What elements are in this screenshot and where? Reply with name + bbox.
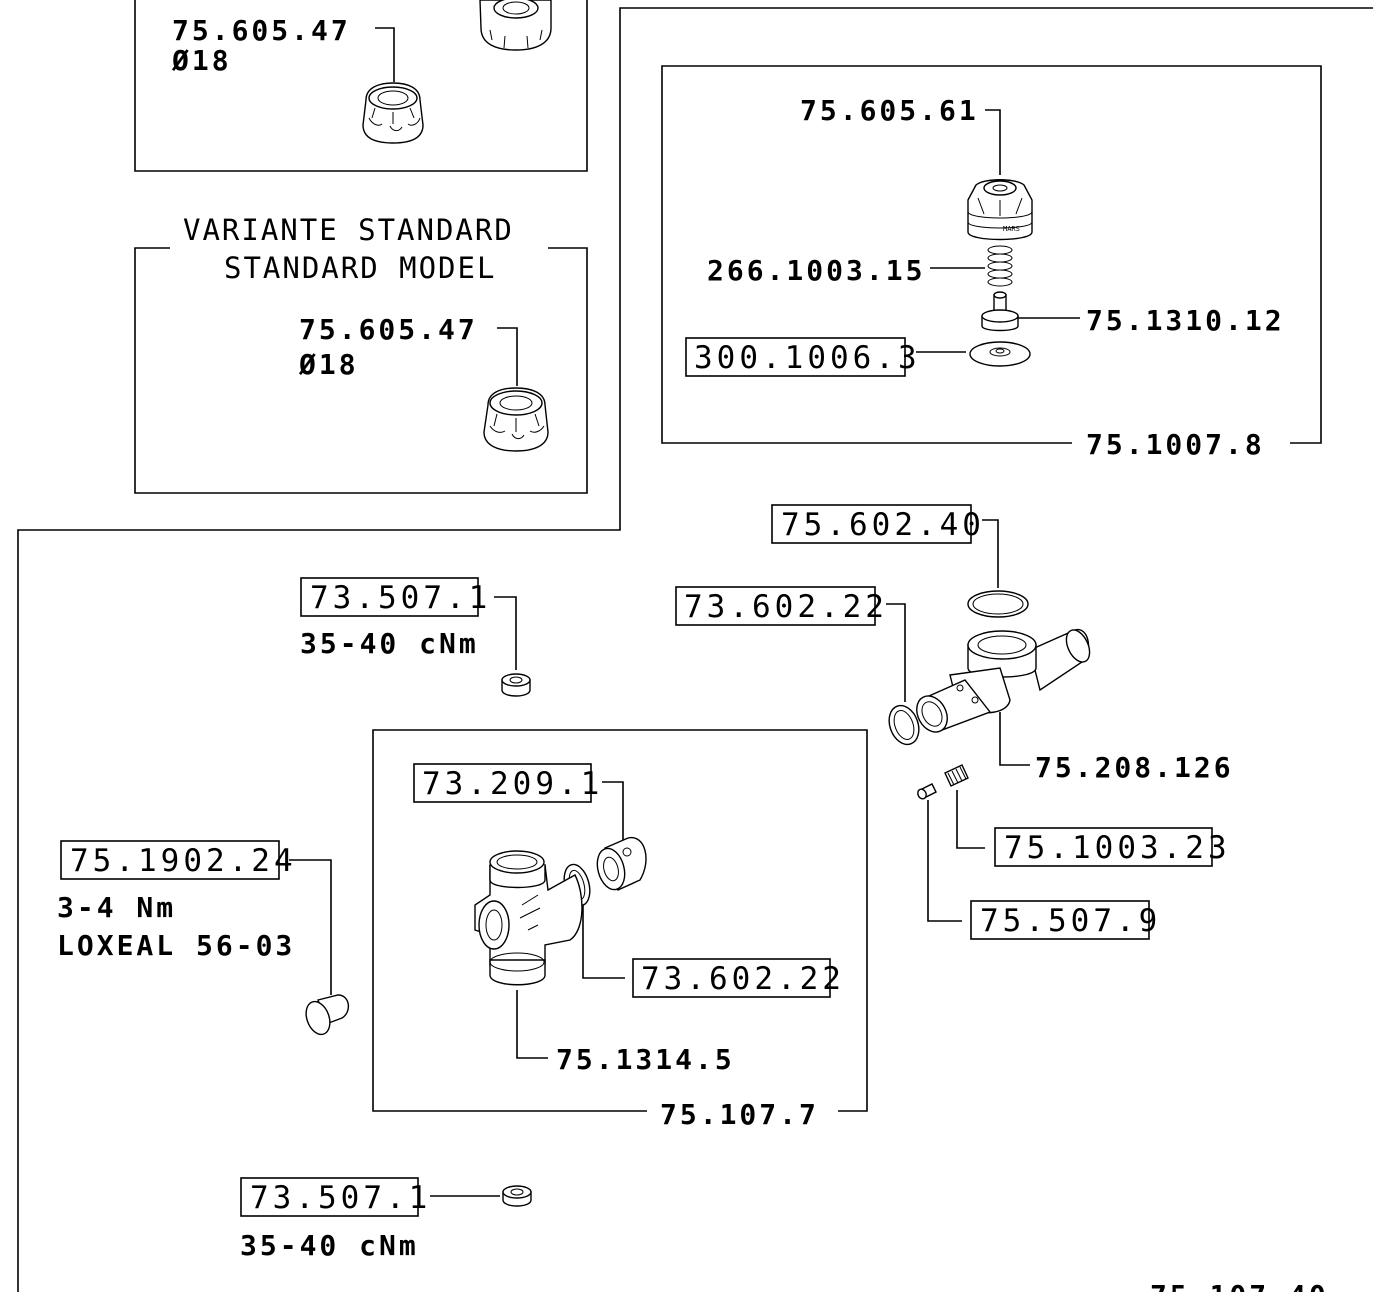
plug-sealant: LOXEAL 56-03 <box>57 929 295 962</box>
plug-box <box>60 840 280 880</box>
nut-box <box>413 763 592 803</box>
valve-body-icon <box>916 629 1091 733</box>
leader-line <box>982 519 999 588</box>
nozzle-bottom-torque: 35-40 cNm <box>240 1229 419 1262</box>
standard-title-it: VARIANTE STANDARD <box>183 213 514 247</box>
leader-line <box>289 859 332 995</box>
cap-nut-icon <box>362 82 424 144</box>
leader-line <box>494 596 517 670</box>
oring-top-part-no: 75.602.40 <box>781 507 985 543</box>
nut-icon <box>596 837 647 891</box>
nozzle-icon <box>502 1185 532 1207</box>
o-ring-icon <box>967 590 1029 618</box>
sub-oring-part-no: 73.602.22 <box>641 961 845 997</box>
valve-stem-icon <box>981 291 1019 332</box>
nozzle-top-torque: 35-40 cNm <box>300 627 479 660</box>
nozzle-top-part-no: 73.507.1 <box>310 580 491 616</box>
standard-title-en: STANDARD MODEL <box>224 251 496 285</box>
screw-icon <box>917 783 937 800</box>
valve-assembly-frame <box>661 65 1322 444</box>
standard-diameter: Ø18 <box>298 348 359 381</box>
spring-part-no: 266.1003.15 <box>707 254 925 287</box>
oring-top-box <box>771 504 972 544</box>
oring-side-box <box>675 586 876 626</box>
cap-nut-icon <box>479 0 552 51</box>
spring-icon <box>987 245 1013 287</box>
sub-oring-box <box>632 958 831 998</box>
plug-torque: 3-4 Nm <box>57 891 176 924</box>
leader-line <box>602 781 624 840</box>
nozzle-top-box <box>300 577 479 617</box>
leader-line <box>927 800 962 922</box>
leader-line <box>497 327 518 386</box>
body-spring-part-no: 75.1003.23 <box>1004 830 1231 866</box>
spring-icon <box>944 764 969 787</box>
nozzle-bottom-part-no: 73.507.1 <box>250 1180 431 1216</box>
stem-part-no: 75.1310.12 <box>1086 304 1285 337</box>
leader-line <box>999 712 1030 766</box>
valve-cap-part-no: 75.605.61 <box>800 94 979 127</box>
top-variant-part-no: 75.605.47 <box>172 14 351 47</box>
screw-box <box>970 900 1150 940</box>
t-body-icon <box>474 850 583 986</box>
plug-icon <box>305 994 349 1036</box>
svg-text:MARS: MARS <box>1003 225 1020 233</box>
sub-assembly-frame <box>372 729 868 1112</box>
seal-part-box <box>685 337 906 377</box>
plug-part-no: 75.1902.24 <box>70 843 297 879</box>
o-ring-icon <box>888 704 920 746</box>
spring-box <box>994 827 1213 867</box>
leader-line <box>886 603 906 702</box>
main-outline <box>17 7 1373 1292</box>
sub-assembly-no: 75.107.7 <box>660 1098 819 1131</box>
leader-line <box>582 905 625 979</box>
valve-cap-icon: MARS <box>967 179 1033 241</box>
top-variant-diameter: Ø18 <box>171 44 232 77</box>
standard-variant-frame <box>134 247 588 494</box>
leader-line <box>956 790 985 849</box>
leader-line <box>516 990 548 1059</box>
drawing-number: 75.107.40 <box>1150 1279 1329 1292</box>
oring-side-part-no: 73.602.22 <box>684 589 888 625</box>
valve-assembly-no: 75.1007.8 <box>1086 428 1265 461</box>
cap-nut-icon <box>483 387 549 452</box>
sub-body-part-no: 75.1314.5 <box>556 1043 735 1076</box>
screw-part-no: 75.507.9 <box>980 903 1161 939</box>
standard-part-no: 75.605.47 <box>299 313 478 346</box>
nozzle-bottom-box <box>240 1177 419 1217</box>
top-variant-frame <box>134 0 588 172</box>
seal-part-no: 300.1006.3 <box>694 340 921 376</box>
nozzle-icon <box>501 673 531 697</box>
body-part-no: 75.208.126 <box>1035 751 1234 784</box>
nut-part-no: 73.209.1 <box>422 766 603 802</box>
leader-line <box>985 109 1001 175</box>
leader-line <box>375 27 395 82</box>
seal-disc-icon <box>969 341 1031 367</box>
